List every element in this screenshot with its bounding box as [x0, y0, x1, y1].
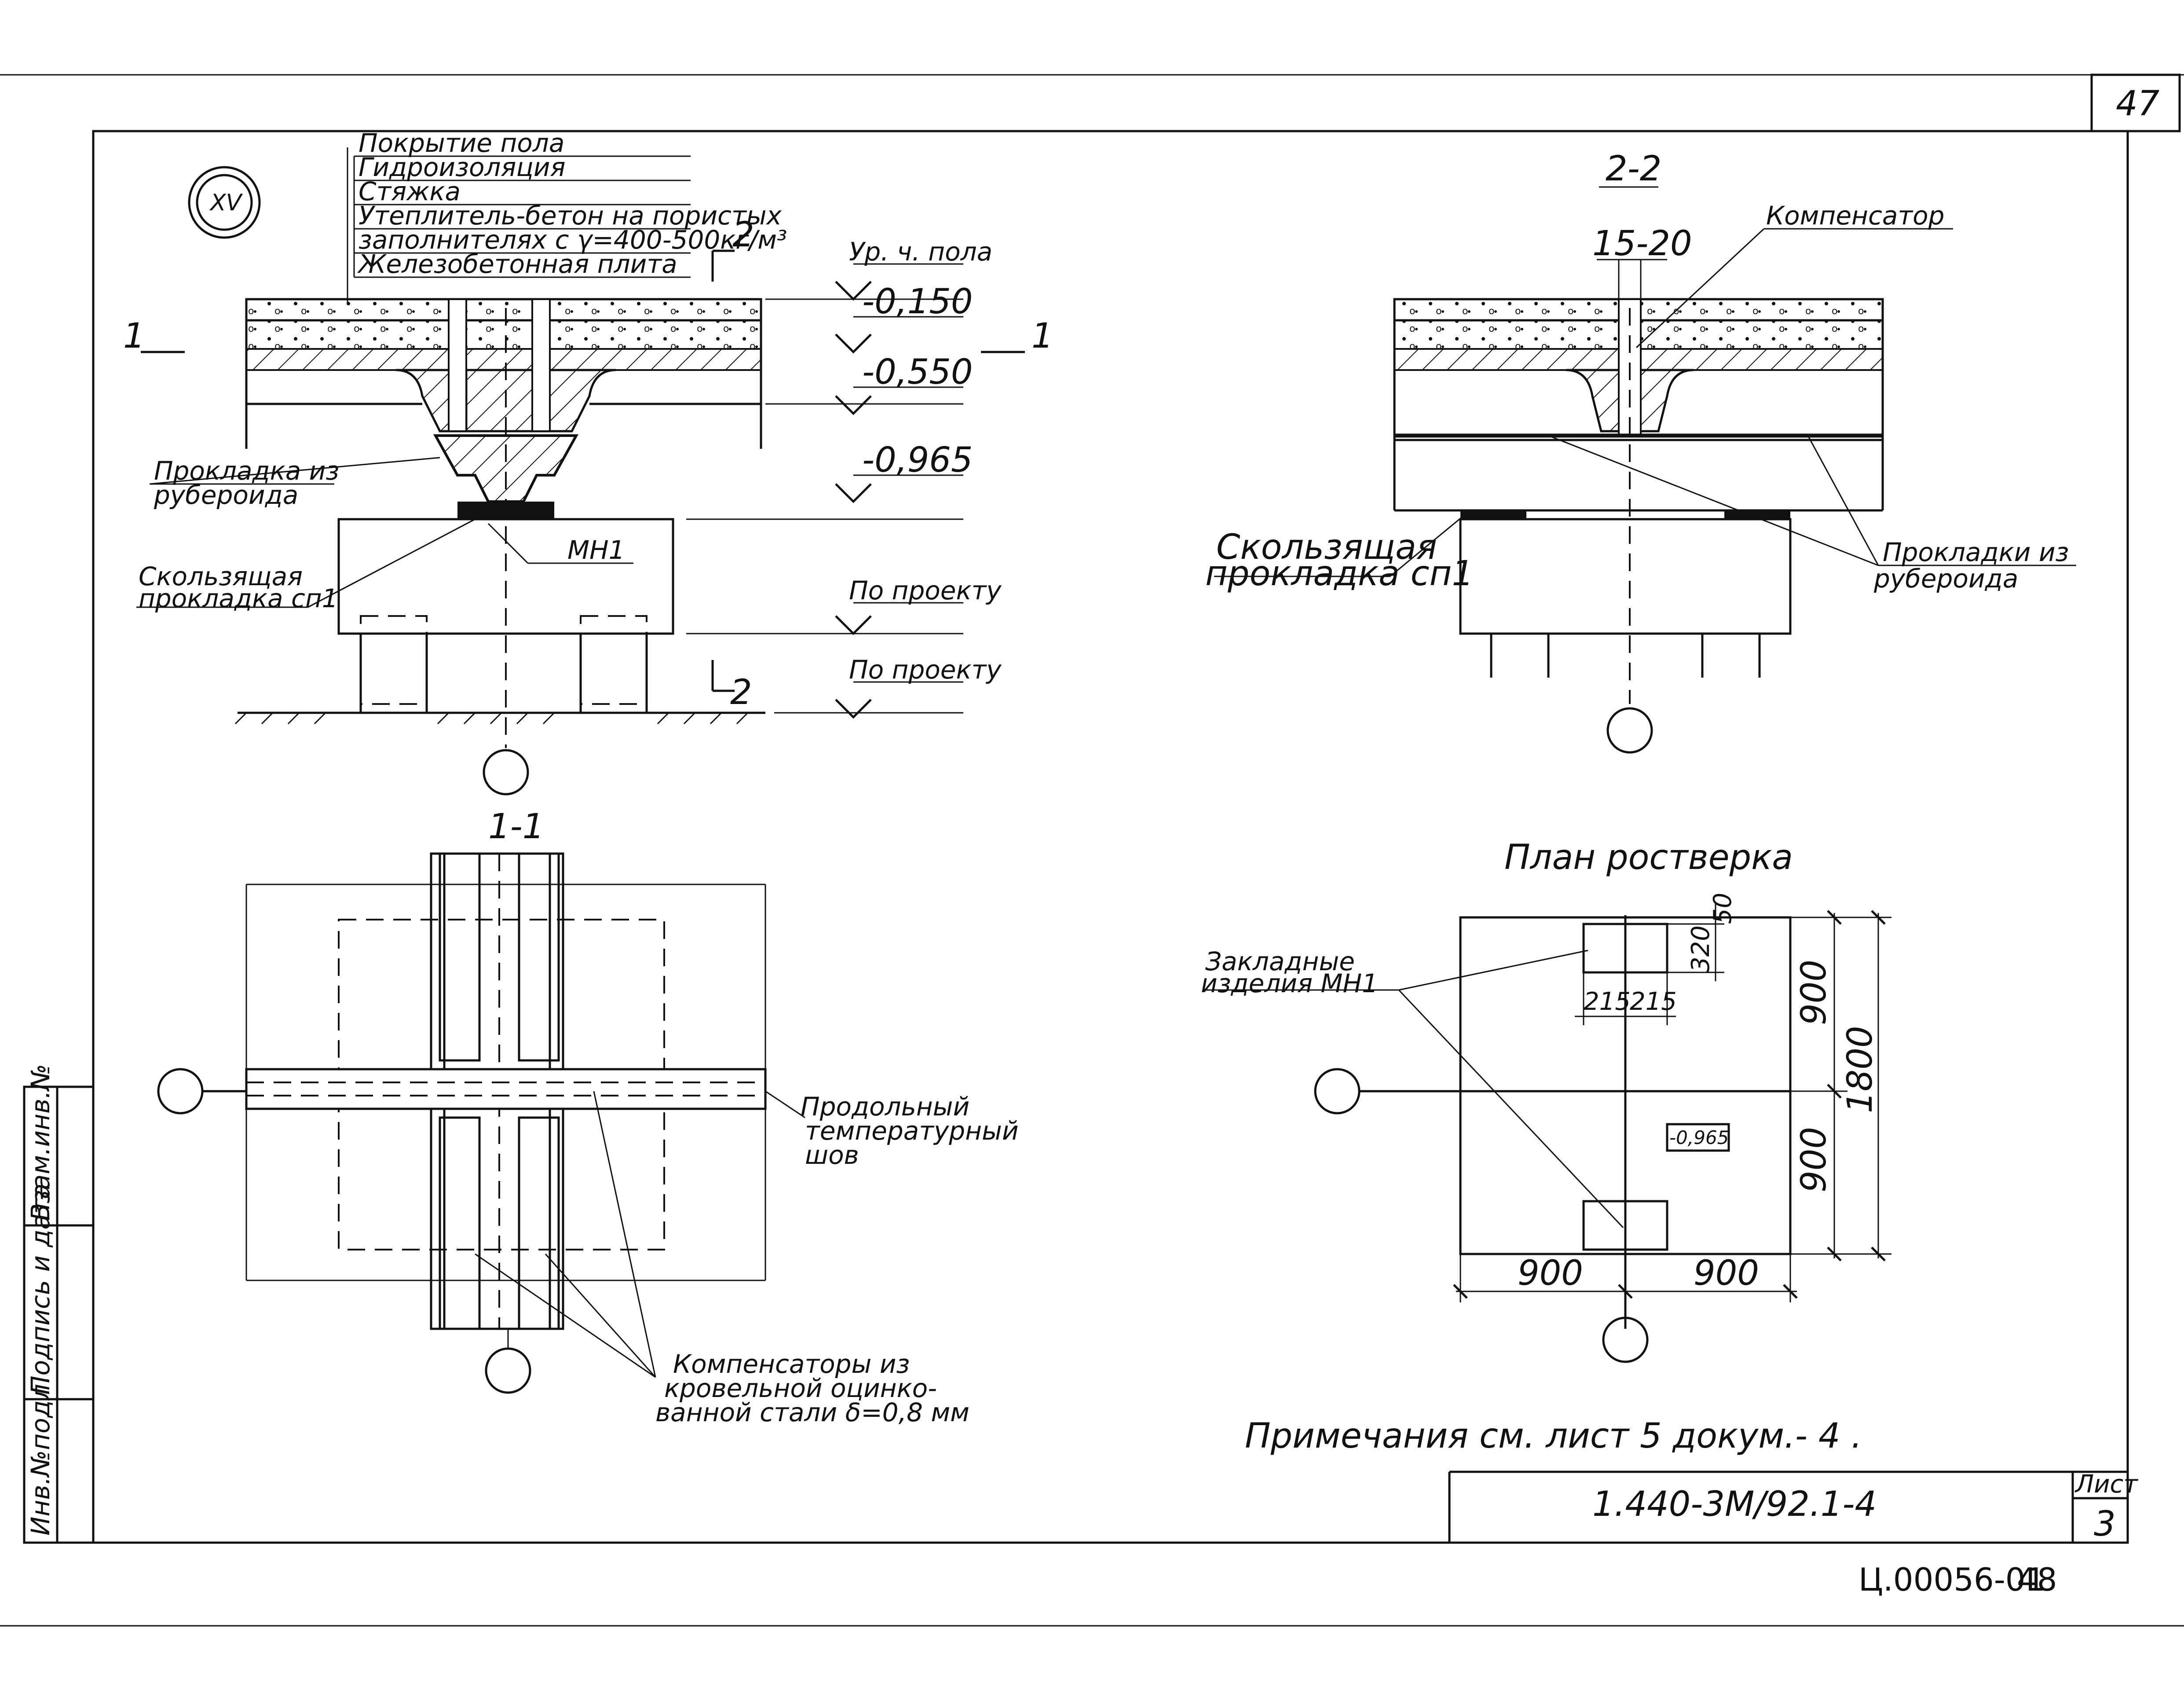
dim-bottom-left: 900 [1518, 1254, 1583, 1293]
gasket-label-1: Прокладка из [154, 456, 339, 486]
compensator-label: Компенсатор [1766, 201, 1944, 231]
dim-bottom-right: 900 [1694, 1254, 1759, 1293]
plan-drawing [1205, 902, 1891, 1363]
layer-label-3: Стяжка [359, 176, 461, 206]
stamp-replace-inv: Взам.инв.№ [26, 1064, 55, 1221]
level-0550: -0,550 [862, 352, 973, 392]
side-stamp: Инв.№подл. Подпись и дата Взам.инв.№ [23, 1064, 95, 1544]
embedded-label-1: Закладные [1205, 946, 1355, 976]
s22-sliding-label-1: Скользящая [1216, 528, 1437, 567]
dim-top-offset: 50 [1708, 893, 1737, 924]
dim-half-right: 215 [1630, 987, 1677, 1016]
level-marks [686, 263, 963, 719]
level-project-1: По проекту [849, 576, 1002, 605]
level-0965: -0,965 [862, 440, 973, 480]
archive-page: 48 [2017, 1561, 2057, 1598]
sliding-label-2: прокладка сп1 [139, 583, 338, 613]
stamp-signature-date: Подпись и дата [26, 1184, 55, 1395]
sheet-frame [0, 73, 2184, 1627]
s22-gaskets-label-2: рубероида [1873, 564, 2018, 594]
level-title: Ур. ч. пола [849, 237, 992, 267]
cut-mark-2-top: 2 [732, 215, 754, 255]
level-0150: -0,150 [862, 282, 973, 322]
comps-label-1: Компенсаторы из [673, 1349, 910, 1379]
dim-side-lower: 900 [1794, 1127, 1834, 1192]
sheet-label: Лист [2074, 1470, 2138, 1499]
layer-leaders [347, 147, 691, 304]
joint-label-2: температурный [805, 1116, 1019, 1146]
dim-side-upper: 900 [1794, 960, 1834, 1025]
joint-label-1: Продольный [801, 1092, 969, 1122]
layer-label-4: Утеплитель-бетон на пористых [359, 201, 782, 231]
node-slab-section [234, 298, 765, 796]
section-11-drawing [157, 852, 805, 1394]
node-callouts [136, 457, 633, 608]
notes-text: Примечания см. лист 5 докум.- 4 . [1245, 1416, 1862, 1456]
gasket-label-2: рубероида [154, 480, 298, 510]
layer-label-2: Гидроизоляция [359, 152, 565, 182]
cut-mark-1-left: 1 [123, 316, 145, 356]
section-11-title: 1-1 [488, 807, 544, 847]
cut-mark-2-bottom: 2 [730, 673, 752, 712]
archive-number: Ц.00056-01 [1858, 1561, 2045, 1598]
cut-marks [141, 249, 1025, 692]
dim-plate-h: 320 [1686, 925, 1715, 972]
node-mark: XV [188, 166, 261, 239]
section-22-drawing [1214, 228, 2076, 754]
embedded-label-2: изделия МН1 [1201, 968, 1378, 998]
stamp-inv-no: Инв.№подл. [26, 1376, 55, 1536]
s22-sliding-label-2: прокладка сп1 [1205, 554, 1474, 594]
sheet-number: 3 [2094, 1504, 2116, 1544]
dim-side-total: 1800 [1840, 1026, 1880, 1113]
node-mark-label: XV [209, 190, 243, 216]
sliding-label-1: Скользящая [139, 561, 303, 591]
title-block [1448, 1470, 2128, 1543]
section-22-title: 2-2 [1606, 149, 1661, 189]
plan-title: План ростверка [1504, 838, 1793, 877]
layer-label-6: Железобетонная плита [357, 249, 677, 279]
plan-level-mark: -0,965 [1669, 1127, 1729, 1148]
comps-label-2: кровельной оцинко- [664, 1373, 937, 1403]
joint-label-3: шов [805, 1140, 859, 1170]
level-project-2: По проекту [849, 655, 1002, 685]
section-22-gap-dim: 15-20 [1592, 224, 1692, 264]
layer-label-1: Покрытие пола [359, 128, 564, 158]
comps-label-3: ванной стали δ=0,8 мм [655, 1397, 969, 1427]
cut-mark-1-right: 1 [1032, 316, 1054, 356]
sheet-top-number: 47 [2116, 84, 2159, 124]
dim-half-left: 215 [1584, 987, 1631, 1016]
s22-gaskets-label-1: Прокладки из [1883, 537, 2069, 567]
mh-label: МН1 [567, 535, 625, 565]
doc-code: 1.440-3М/92.1-4 [1592, 1485, 1877, 1524]
